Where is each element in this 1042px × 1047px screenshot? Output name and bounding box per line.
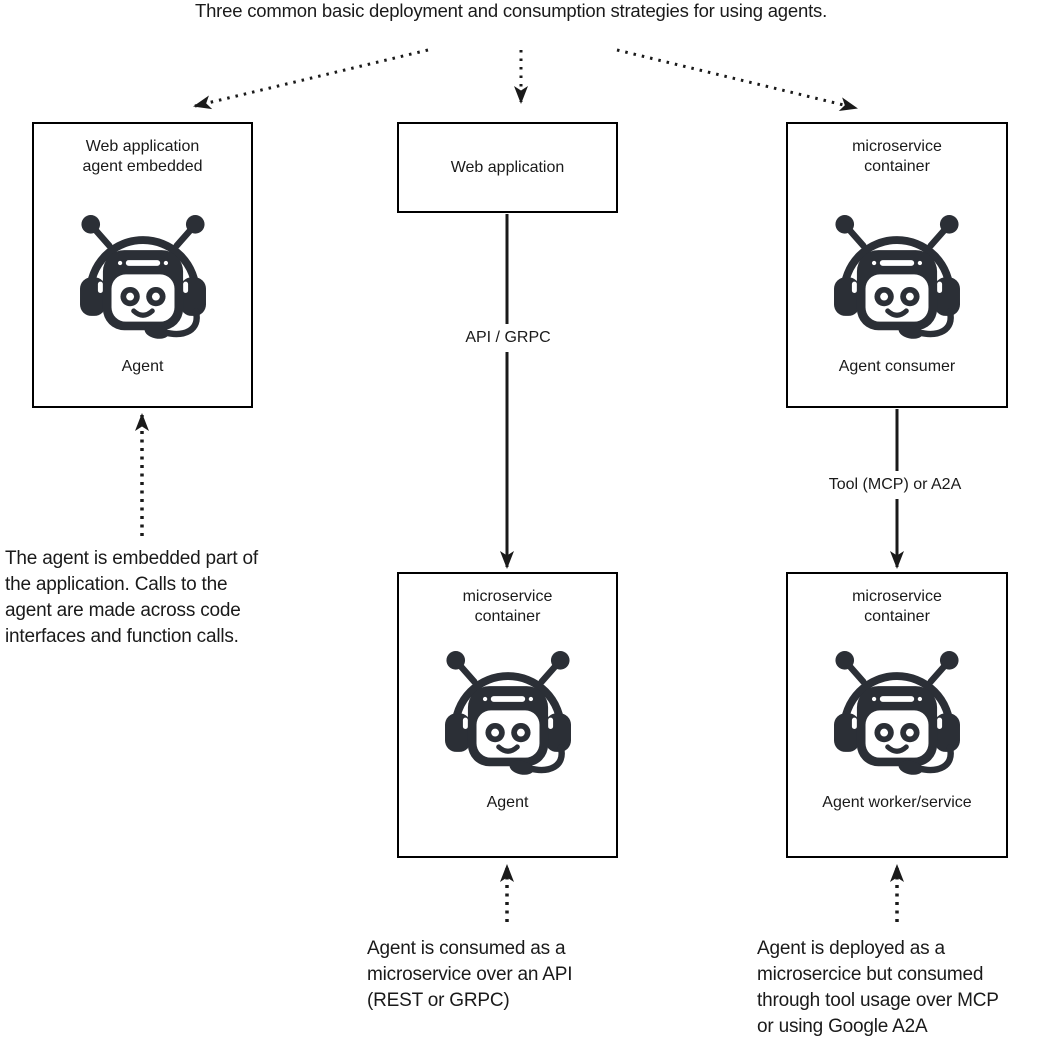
box-web-application: Web application [397, 122, 618, 213]
annotation-line: or using Google A2A [757, 1016, 928, 1037]
box-web-application-embedded: Web application agent embedded Agent [32, 122, 253, 408]
robot-agent-icon [64, 210, 222, 346]
annotation-line: microsercice but consumed [757, 964, 984, 985]
box-microservice-agent: microservice container Agent [397, 572, 618, 858]
annotation-line: (REST or GRPC) [367, 990, 510, 1011]
box-microservice-worker: microservice container Agent worker/serv… [786, 572, 1008, 858]
box-title: Web application agent embedded [82, 138, 203, 175]
agent-label: Agent [486, 794, 529, 811]
agent-label: Agent [121, 358, 164, 375]
robot-agent-icon [818, 210, 976, 346]
annotation-line: microservice over an API [367, 964, 573, 985]
annotation-deployed: Agent is deployed as a microsercice but … [757, 936, 999, 1040]
robot-agent-icon [818, 646, 976, 782]
agent-label: Agent worker/service [822, 794, 972, 811]
box-title: microservice container [852, 588, 942, 625]
box-title: microservice container [462, 588, 553, 625]
box-microservice-consumer: microservice container Agent consumer [786, 122, 1008, 408]
arrow-title-to-embedded [193, 48, 429, 110]
annotation-line: Agent is consumed as a [367, 938, 566, 959]
annotation-line: interfaces and function calls. [5, 626, 239, 647]
annotation-line: The agent is embedded part of [5, 548, 258, 569]
box-title: Web application [450, 158, 565, 176]
edge-label-api-grpc: API / GRPC [456, 324, 560, 352]
arrow-title-to-microservice [616, 48, 858, 112]
agent-label: Agent consumer [838, 358, 956, 375]
annotation-line: through tool usage over MCP [757, 990, 999, 1011]
robot-agent-icon [429, 646, 587, 782]
annotation-line: Agent is deployed as a [757, 938, 945, 959]
diagram-title: Three common basic deployment and consum… [194, 0, 828, 21]
box-title: microservice container [852, 138, 942, 175]
annotation-line: the application. Calls to the [5, 574, 228, 595]
annotation-embedded: The agent is embedded part of the applic… [5, 546, 258, 650]
annotation-consumed: Agent is consumed as a microservice over… [367, 936, 573, 1014]
annotation-line: agent are made across code [5, 600, 241, 621]
edge-label-tool-mcp-a2a: Tool (MCP) or A2A [819, 471, 971, 499]
